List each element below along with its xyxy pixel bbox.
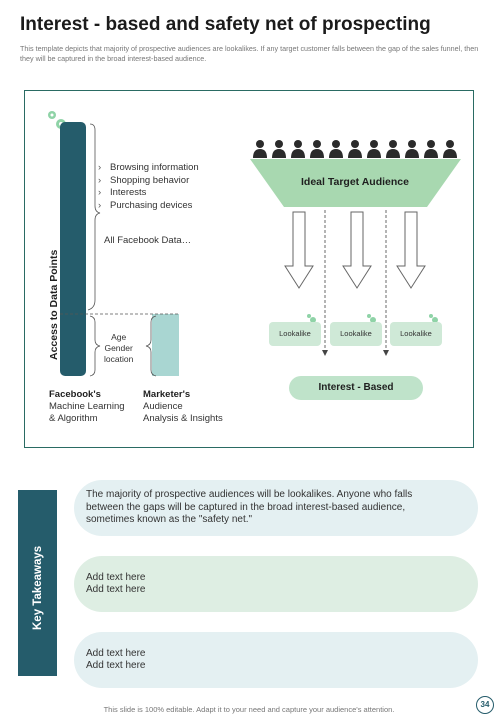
chevron-right-icon: ›: [98, 187, 102, 198]
page-subtitle: This template depicts that majority of p…: [20, 44, 479, 63]
data-points-list: ›Browsing information ›Shopping behavior…: [98, 162, 199, 212]
down-arrow-icon: [284, 211, 426, 289]
takeaway-card: Add text here Add text here: [74, 632, 478, 688]
funnel-shape: [250, 159, 461, 207]
interest-based-label: Interest - Based: [289, 376, 423, 400]
chevron-right-icon: ›: [98, 174, 102, 186]
page-title: Interest - based and safety net of prosp…: [20, 14, 431, 35]
footer-note: This slide is 100% editable. Adapt it to…: [103, 705, 395, 714]
marketer-items: Age Gender location: [104, 332, 134, 364]
facebook-bar: [60, 122, 86, 376]
chevron-right-icon: ›: [98, 162, 102, 173]
takeaway-card: Add text here Add text here: [74, 556, 478, 612]
list-item: ›Browsing information: [98, 162, 199, 173]
lookalike-box: Lookalike: [330, 322, 382, 346]
list-item: ›Interests: [98, 187, 147, 198]
facebook-caption: Facebook's Machine Learning & Algorithm: [49, 389, 125, 424]
key-takeaways-bar: [18, 490, 57, 676]
takeaway-card: The majority of prospective audiences wi…: [74, 480, 478, 536]
list-item: ›Purchasing devices: [98, 199, 193, 211]
marketer-bar: [152, 314, 179, 376]
person-icon: [253, 140, 457, 158]
funnel-label: Ideal Target Audience: [301, 176, 409, 188]
all-facebook-data-label: All Facebook Data…: [104, 235, 192, 246]
page-number: 34: [476, 696, 494, 714]
key-takeaways-label: Key Takeaways: [32, 545, 44, 630]
chevron-right-icon: ›: [98, 199, 102, 211]
lookalike-box: Lookalike: [269, 322, 321, 346]
lookalike-box: Lookalike: [390, 322, 442, 346]
diagram-frame: [24, 90, 474, 448]
list-item: ›Shopping behavior: [98, 174, 190, 186]
gear-icon: [307, 314, 438, 323]
axis-label-access: Access to Data Points: [48, 249, 60, 360]
marketer-caption: Marketer's Audience Analysis & Insights: [143, 389, 223, 424]
